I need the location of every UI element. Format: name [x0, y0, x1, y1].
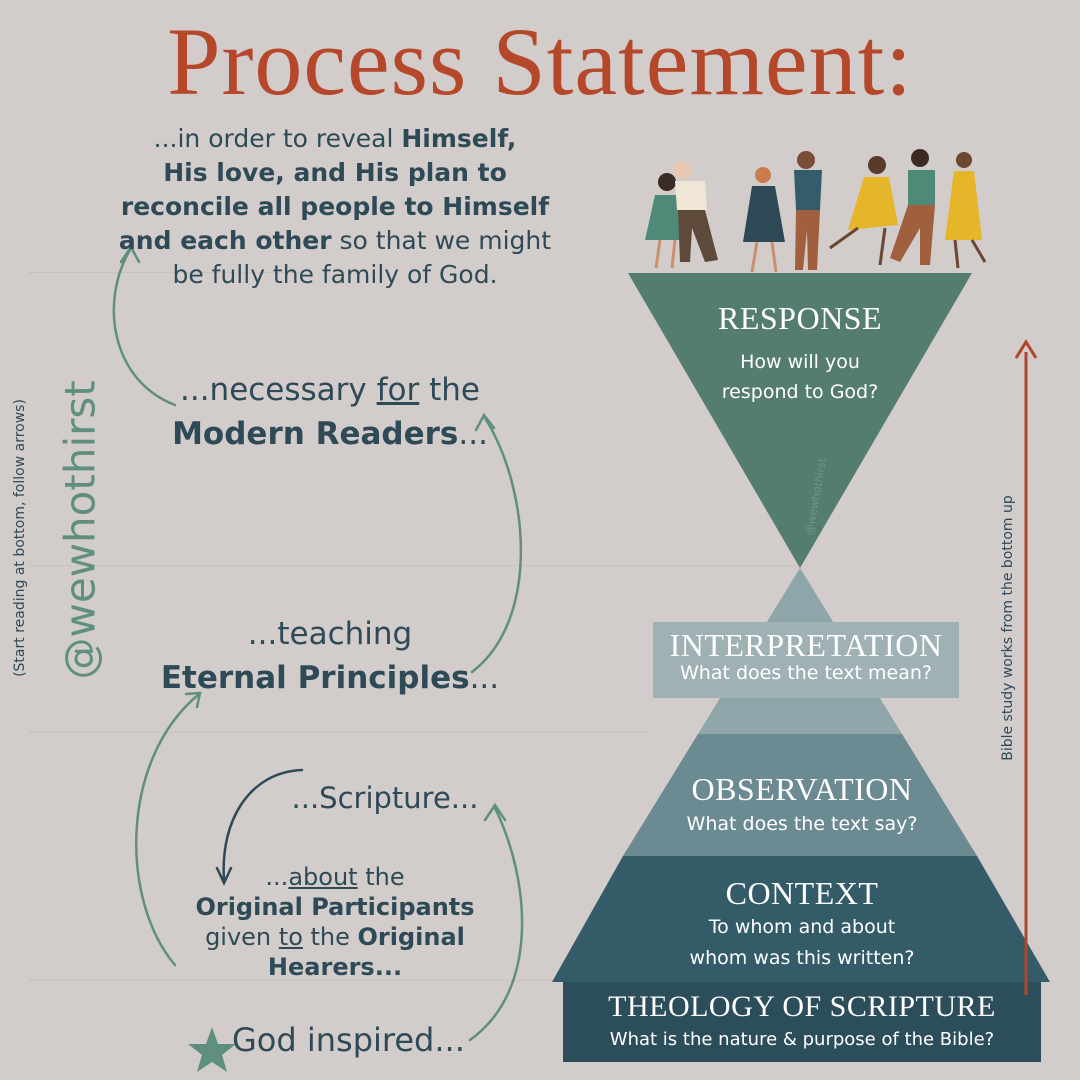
statement-about: ...about the Original Participants given…: [185, 862, 485, 982]
level-context: CONTEXT To whom and about whom was this …: [650, 874, 954, 974]
handle-text: @wewhothirst: [55, 380, 105, 680]
level-heading: THEOLOGY OF SCRIPTURE: [608, 990, 996, 1023]
statement-bold: reconcile all people to Himself: [120, 192, 550, 221]
statement-text: ...: [469, 660, 500, 696]
level-subtitle: How will you: [740, 351, 860, 373]
statement-underline: to: [278, 923, 303, 951]
statement-text: ...necessary: [179, 372, 377, 408]
bottom-up-note: Bible study works from the bottom up: [1000, 495, 1016, 761]
level-subtitle: To whom and about: [708, 916, 896, 938]
theology-section: [563, 982, 1041, 1062]
arrowhead: [184, 691, 202, 709]
statement-text: ...in order to reveal: [153, 124, 402, 153]
statement-bold: Original: [357, 923, 465, 951]
level-observation: OBSERVATION What does the text say?: [650, 770, 954, 840]
statement-bold: Himself,: [401, 124, 517, 153]
interpretation-label-box: [653, 622, 959, 698]
statement-bold: Original Participants: [195, 893, 475, 921]
statement-text: be fully the family of God.: [172, 260, 498, 289]
reading-instruction: (Start reading at bottom, follow arrows): [12, 399, 28, 677]
arrow-eternal-to-modern: [470, 416, 523, 674]
statement-underline: for: [376, 372, 420, 408]
statement-text: God inspired...: [232, 1021, 465, 1059]
context-section: [552, 856, 1050, 982]
response-triangle: [628, 273, 972, 568]
arrow-god-to-scripture: [468, 806, 524, 1042]
page-title: Process Statement:: [167, 8, 913, 115]
level-subtitle: What does the text say?: [686, 813, 918, 835]
observation-section: [623, 734, 977, 856]
level-subtitle: whom was this written?: [689, 947, 915, 969]
level-heading: OBSERVATION: [691, 771, 913, 807]
arrowhead: [215, 866, 233, 886]
statement-text: the: [357, 863, 405, 891]
level-theology: THEOLOGY OF SCRIPTURE What is the nature…: [563, 988, 1041, 1054]
statement-text: the: [419, 372, 480, 408]
statement-eternal: ...teaching Eternal Principles...: [160, 612, 500, 700]
level-heading: INTERPRETATION: [669, 627, 943, 663]
dancing-people-illustration: [645, 149, 987, 273]
statement-bold: His love, and His plan to: [163, 158, 507, 187]
statement-scripture: ...Scripture...: [270, 778, 500, 818]
statement-text: ...Scripture...: [291, 781, 479, 815]
statement-text: ...: [265, 863, 289, 891]
statement-text: so that we might: [331, 226, 552, 255]
statement-text: ...: [458, 416, 488, 452]
arrow-scripture-to-about: [222, 768, 304, 882]
statement-bold: Hearers...: [267, 953, 403, 981]
level-response: RESPONSE How will you respond to God?: [660, 300, 940, 407]
statement-bold: Eternal Principles: [160, 660, 470, 696]
level-subtitle: What does the text mean?: [679, 662, 932, 684]
statement-top: ...in order to reveal Himself, His love,…: [95, 122, 575, 292]
arrow-about-to-eternal: [135, 693, 200, 967]
statement-text: given: [205, 923, 279, 951]
statement-god-inspired: God inspired...: [232, 1018, 482, 1062]
statement-bold: Modern Readers: [172, 416, 459, 452]
arrowhead: [483, 802, 507, 822]
level-interpretation: INTERPRETATION What does the text mean?: [653, 628, 959, 684]
arrowhead: [474, 412, 496, 432]
interpretation-section-lower: [698, 690, 902, 734]
statement-text: ...teaching: [247, 616, 413, 652]
guide-line: [30, 980, 560, 981]
level-subtitle: respond to God?: [721, 381, 879, 403]
star-icon: [188, 1027, 236, 1072]
statement-text: the: [302, 923, 358, 951]
up-arrow-head: [1014, 339, 1038, 359]
guide-line: [30, 272, 300, 273]
level-heading: RESPONSE: [717, 300, 883, 336]
arrowhead: [119, 244, 141, 264]
level-heading: CONTEXT: [725, 875, 879, 911]
guide-line: [30, 732, 650, 733]
statement-bold: and each other: [118, 226, 332, 255]
level-subtitle: What is the nature & purpose of the Bibl…: [609, 1029, 995, 1050]
statement-underline: about: [288, 863, 358, 891]
guide-line: [30, 565, 800, 566]
statement-modern: ...necessary for the Modern Readers...: [150, 368, 510, 456]
arrow-modern-to-top: [112, 248, 177, 407]
